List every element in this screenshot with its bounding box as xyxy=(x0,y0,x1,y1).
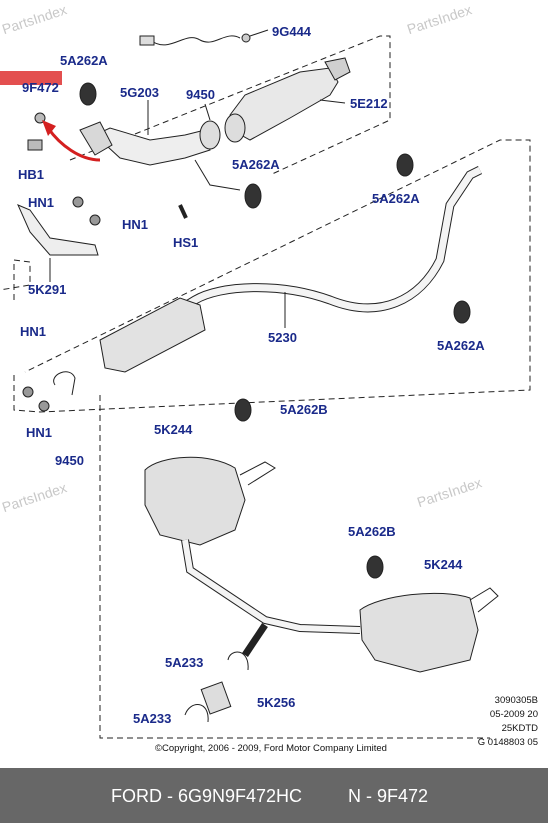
gasket-top-leader xyxy=(204,103,211,121)
heat-shield-5k291 xyxy=(17,204,99,256)
info-line-3: 25KDTD xyxy=(501,723,538,734)
bolt-hb1 xyxy=(27,139,43,151)
tail-pipe-b xyxy=(469,587,499,613)
info-line-1: 3090305B xyxy=(494,695,538,706)
sensor-9g444-plug xyxy=(139,35,155,46)
label-5a233-a[interactable]: 5A233 xyxy=(165,655,204,670)
rear-muffler-5k244-a xyxy=(144,456,246,546)
hanger-5a262a-right xyxy=(396,153,414,177)
highlight-arrowhead xyxy=(42,120,56,136)
clamp-9450-bottom xyxy=(53,371,76,396)
label-hb1[interactable]: HB1 xyxy=(18,167,45,182)
footer-part-number: FORD - 6G9N9F472HC xyxy=(111,786,303,806)
label-5g203[interactable]: 5G203 xyxy=(120,85,160,100)
label-5k291[interactable]: 5K291 xyxy=(28,282,67,297)
rear-pipe-branch xyxy=(242,623,268,657)
label-5a262a-right[interactable]: 5A262A xyxy=(372,191,420,206)
cat-frame-outline xyxy=(69,35,391,176)
label-5a262a-mid[interactable]: 5A262A xyxy=(232,157,280,172)
label-9450-top[interactable]: 9450 xyxy=(186,87,215,102)
catalyst-leader xyxy=(319,99,346,104)
label-hn1-b[interactable]: HN1 xyxy=(122,217,149,232)
label-5a262b-top[interactable]: 5A262B xyxy=(280,402,328,417)
hanger-5a262b-top xyxy=(234,398,252,422)
sensor-9g444-wire xyxy=(149,35,241,46)
intermediate-pipe-inner xyxy=(103,166,482,358)
highlight-arrow xyxy=(46,127,101,162)
label-9450-bottom[interactable]: 9450 xyxy=(55,453,84,468)
label-5e212[interactable]: 5E212 xyxy=(350,96,388,111)
hanger-5a262b-mid xyxy=(366,555,384,579)
highlight-marker xyxy=(0,71,62,85)
label-5a262a-rlow[interactable]: 5A262A xyxy=(437,338,485,353)
label-5230[interactable]: 5230 xyxy=(268,330,297,345)
label-hn1-a[interactable]: HN1 xyxy=(28,195,55,210)
hanger-5a262a-top xyxy=(79,82,97,106)
cat-bracket xyxy=(194,159,241,191)
info-line-2: 05-2009 20 xyxy=(489,709,538,720)
label-9g444[interactable]: 9G444 xyxy=(272,24,312,39)
label-hn1-d[interactable]: HN1 xyxy=(26,425,53,440)
label-hn1-c[interactable]: HN1 xyxy=(20,324,47,339)
nut-hn1-d xyxy=(38,400,50,412)
rear-pipe-inner xyxy=(182,539,361,633)
copyright-text: ©Copyright, 2006 - 2009, Ford Motor Comp… xyxy=(155,743,387,754)
footer-reference: N - 9F472 xyxy=(348,786,429,806)
hanger-5a262a-rlow xyxy=(453,300,471,324)
clamp-5k256 xyxy=(200,681,232,715)
tail-pipe-a xyxy=(239,461,276,486)
label-5k244-b[interactable]: 5K244 xyxy=(424,557,463,572)
sensor-9g444-tip xyxy=(241,33,251,43)
nut-hn1-b xyxy=(89,214,101,226)
label-5k244-a[interactable]: 5K244 xyxy=(154,422,193,437)
gasket-9450-top-a xyxy=(199,120,221,150)
lower-frame-outline xyxy=(99,395,490,739)
front-pipe-flange xyxy=(79,121,113,156)
footer-bar: FORD - 6G9N9F472HC N - 9F472 xyxy=(0,768,548,823)
center-muffler xyxy=(99,297,206,373)
upper-frame-outline xyxy=(0,259,31,300)
info-line-4: G 0148803 05 xyxy=(477,737,538,748)
nut-hn1-a xyxy=(72,196,84,208)
clamp-5a233-b xyxy=(184,704,209,723)
rear-muffler-5k244-b xyxy=(359,592,479,673)
front-pipe-5g203 xyxy=(94,127,211,166)
label-5a233-b[interactable]: 5A233 xyxy=(133,711,172,726)
exhaust-diagram xyxy=(0,29,531,739)
label-5a262b-mid[interactable]: 5A262B xyxy=(348,524,396,539)
catalyst-5e212 xyxy=(229,67,339,141)
clamp-5a233-a xyxy=(227,651,249,671)
mid-frame-outline xyxy=(13,139,531,413)
gasket-9450-top-b xyxy=(224,113,246,143)
sensor-9g444-leader xyxy=(249,29,269,37)
label-5a262a-top[interactable]: 5A262A xyxy=(60,53,108,68)
hanger-5a262a-mid xyxy=(244,183,262,209)
label-9f472[interactable]: 9F472 xyxy=(22,80,59,95)
label-hs1[interactable]: HS1 xyxy=(173,235,199,250)
catalyst-flange xyxy=(324,57,351,81)
label-5k256[interactable]: 5K256 xyxy=(257,695,296,710)
stud-hs1 xyxy=(178,204,188,219)
nut-hn1-c xyxy=(22,386,34,398)
